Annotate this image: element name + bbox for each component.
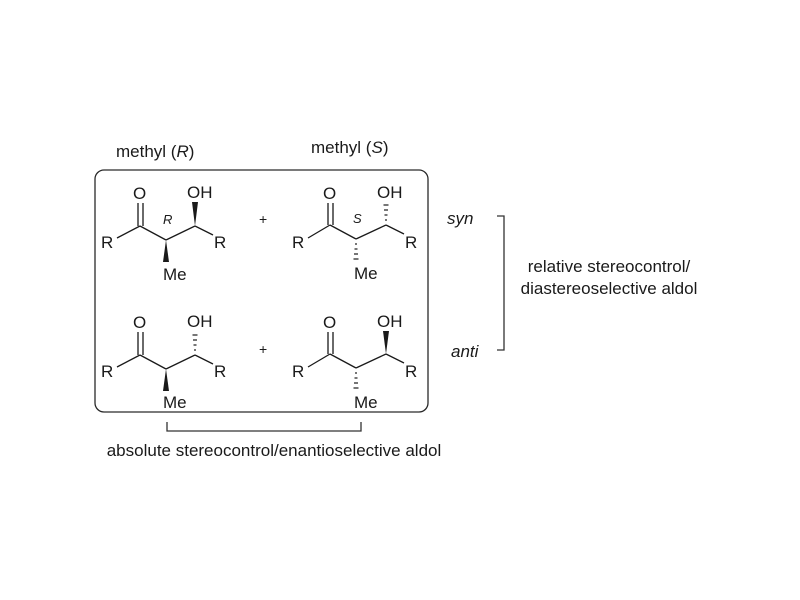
hydroxyl-hash-bond xyxy=(383,204,389,221)
stereo-descriptor: S xyxy=(353,211,362,226)
methyl-label: Me xyxy=(163,265,187,284)
header-methyl-s: methyl (S) xyxy=(311,138,388,157)
hydroxyl-label: OH xyxy=(187,183,213,202)
diastereoselective-aldol-label: diastereoselective aldol xyxy=(521,279,698,298)
header-methyl-r: methyl (R) xyxy=(116,142,194,161)
absolute-stereocontrol-label: absolute stereocontrol/enantioselective … xyxy=(107,441,442,460)
molecule-anti-r: R O Me OH R xyxy=(101,312,226,412)
stereo-descriptor: R xyxy=(163,212,172,227)
hydroxyl-wedge-bond xyxy=(383,331,389,354)
methyl-wedge-bond xyxy=(163,240,169,262)
methyl-label: Me xyxy=(354,264,378,283)
r-group-left: R xyxy=(101,233,113,252)
relative-stereocontrol-label: relative stereocontrol/ xyxy=(528,257,691,276)
row-label-anti: anti xyxy=(451,342,480,361)
plus-sign-bottom: + xyxy=(259,341,267,357)
r-group-left: R xyxy=(292,362,304,381)
carbonyl-oxygen: O xyxy=(323,184,336,203)
r-group-right: R xyxy=(405,362,417,381)
molecule-anti-s: R O Me OH R xyxy=(292,312,417,412)
hydroxyl-hash-bond xyxy=(192,334,198,351)
r-group-right: R xyxy=(214,362,226,381)
methyl-hash-bond xyxy=(353,372,359,389)
hydroxyl-wedge-bond xyxy=(192,202,198,226)
methyl-hash-bond xyxy=(353,243,359,260)
product-box xyxy=(94,169,429,413)
molecule-syn-r: R O R Me OH R xyxy=(101,183,226,284)
row-label-syn: syn xyxy=(447,209,473,228)
hydroxyl-label: OH xyxy=(377,183,403,202)
r-group-left: R xyxy=(292,233,304,252)
r-group-right: R xyxy=(214,233,226,252)
molecule-syn-s: R O S Me OH R xyxy=(292,183,417,283)
absolute-bracket xyxy=(166,422,362,432)
methyl-label: Me xyxy=(354,393,378,412)
hydroxyl-label: OH xyxy=(187,312,213,331)
carbonyl-oxygen: O xyxy=(133,184,146,203)
carbonyl-oxygen: O xyxy=(133,313,146,332)
carbonyl-oxygen: O xyxy=(323,313,336,332)
r-group-left: R xyxy=(101,362,113,381)
r-group-right: R xyxy=(405,233,417,252)
relative-bracket xyxy=(497,215,505,351)
hydroxyl-label: OH xyxy=(377,312,403,331)
plus-sign-top: + xyxy=(259,211,267,227)
methyl-wedge-bond xyxy=(163,369,169,391)
methyl-label: Me xyxy=(163,393,187,412)
